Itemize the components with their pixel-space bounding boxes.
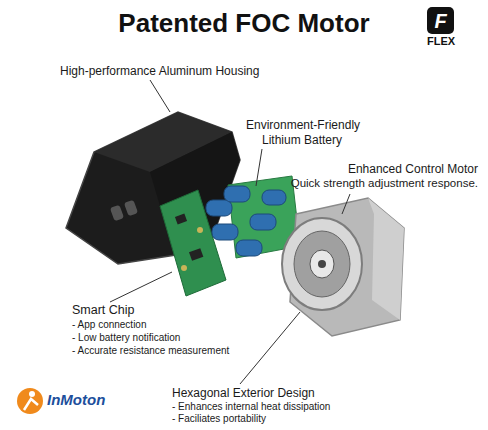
callout-label: Environment-Friendly	[246, 118, 360, 132]
callout-label: High-performance Aluminum Housing	[60, 64, 259, 78]
callout-label: Enhanced Control Motor	[348, 162, 478, 176]
button	[124, 200, 138, 217]
logo-figure	[29, 391, 35, 397]
bullet-item: - Enhances internal heat dissipation	[172, 401, 330, 413]
battery-cells	[206, 186, 286, 256]
callout-label: Lithium Battery	[262, 133, 342, 147]
logo-letter: F	[427, 9, 454, 33]
callout-label: Quick strength adjustment response.	[291, 177, 478, 191]
bullet-item: - Accurate resistance measurement	[72, 345, 229, 357]
logo-text: FLEX	[421, 35, 461, 48]
callout-label: Smart Chip	[72, 303, 135, 318]
button	[110, 205, 124, 222]
motor-face	[282, 218, 362, 310]
callout-label: Hexagonal Exterior Design	[172, 386, 315, 400]
motor-hub	[310, 250, 334, 278]
chip	[175, 214, 187, 225]
bullet-item: - Faciliates portability	[172, 413, 266, 425]
motor-facet	[368, 198, 404, 320]
logo-figure	[24, 399, 38, 410]
bullet-item: - Low battery notification	[72, 332, 180, 344]
bullet-item: - App connection	[72, 319, 147, 331]
motor-coil	[294, 231, 350, 297]
chip	[189, 248, 203, 261]
motor-housing	[290, 198, 404, 336]
component	[197, 227, 203, 233]
logo-mark	[17, 388, 43, 414]
component	[181, 265, 187, 271]
shaft	[318, 260, 326, 268]
brand-logo: InMoton	[47, 391, 105, 409]
logo-box	[427, 7, 454, 34]
title: Patented FOC Motor	[0, 8, 488, 39]
